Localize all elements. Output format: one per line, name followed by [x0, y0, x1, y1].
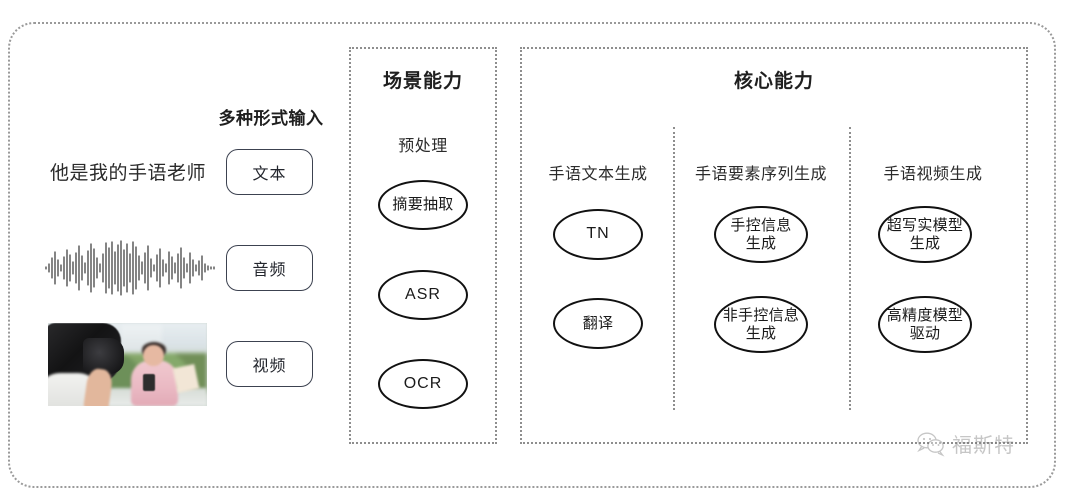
waveform-icon: [45, 240, 215, 296]
outer-dotted-frame: [8, 22, 1056, 488]
video-thumbnail-icon: [48, 323, 207, 406]
scene-subsection-label: 预处理: [398, 138, 448, 155]
modality-box-text[interactable]: 文本: [226, 149, 313, 195]
core-node-translation[interactable]: 翻译: [553, 298, 643, 349]
watermark: 福斯特: [916, 429, 1015, 458]
scene-panel-title: 场景能力: [382, 71, 463, 92]
core-column-divider-2: [849, 127, 851, 410]
scene-node-summary-extraction[interactable]: 摘要抽取: [378, 180, 468, 230]
core-node-hyper-realistic-model-generation[interactable]: 超写实模型 生成: [878, 206, 972, 263]
modality-box-audio[interactable]: 音频: [226, 245, 313, 291]
multi-input-heading: 多种形式输入: [218, 109, 324, 128]
core-node-high-precision-model-driving[interactable]: 高精度模型 驱动: [878, 296, 972, 353]
core-node-tn[interactable]: TN: [553, 209, 643, 260]
scene-node-asr[interactable]: ASR: [378, 270, 468, 320]
core-column-label-sign-element-sequence-generation: 手语要素序列生成: [694, 166, 827, 183]
wechat-icon: [917, 432, 945, 457]
watermark-text: 福斯特: [952, 435, 1015, 457]
core-column-divider-1: [673, 127, 675, 410]
core-capability-panel: [520, 47, 1028, 444]
core-column-label-sign-video-generation: 手语视频生成: [883, 166, 983, 183]
core-column-label-sign-text-generation: 手语文本生成: [548, 166, 648, 183]
core-panel-title: 核心能力: [733, 71, 814, 92]
scene-node-ocr[interactable]: OCR: [378, 359, 468, 409]
core-node-non-manual-information-generation[interactable]: 非手控信息 生成: [714, 296, 808, 353]
sample-sentence-text: 他是我的手语老师: [49, 163, 206, 184]
core-node-manual-information-generation[interactable]: 手控信息 生成: [714, 206, 808, 263]
scene-capability-panel: [349, 47, 497, 444]
modality-box-video[interactable]: 视频: [226, 341, 313, 387]
